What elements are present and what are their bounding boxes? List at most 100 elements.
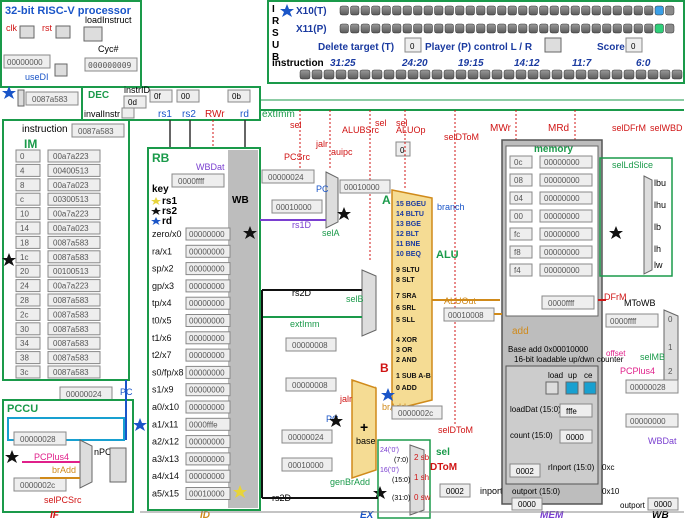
led-indicator bbox=[644, 23, 654, 34]
loaddat-input[interactable] bbox=[559, 403, 593, 418]
base-label: base bbox=[356, 436, 376, 446]
dtom-value: 0002 bbox=[446, 487, 464, 496]
wbdat2-value: 00000000 bbox=[630, 417, 666, 426]
pccu-panel bbox=[2, 399, 134, 513]
mux-sb: 2 sb bbox=[414, 453, 430, 462]
im-row-value-box bbox=[47, 322, 101, 336]
add-label: add bbox=[512, 326, 529, 337]
alu-b-label: B bbox=[380, 361, 389, 375]
memory-row-address-box bbox=[509, 173, 533, 187]
alu-op-label: 10 BEQ bbox=[396, 251, 421, 258]
register-name: a1/x11 bbox=[152, 419, 178, 429]
im-panel bbox=[2, 119, 130, 381]
dec-label: DEC bbox=[88, 90, 109, 101]
star-icon bbox=[133, 418, 147, 431]
sela-label: selA bbox=[322, 228, 340, 238]
instruction-input-value: 0087a583 bbox=[32, 95, 68, 104]
pc-ex-value: 00000024 bbox=[268, 173, 304, 182]
clk-button[interactable] bbox=[19, 25, 35, 39]
memory-row-value: 00000000 bbox=[544, 158, 580, 167]
dec-value-2: 00 bbox=[181, 92, 190, 101]
io-instruction-label: instruction bbox=[272, 58, 324, 69]
register-name: gp/x3 bbox=[152, 281, 174, 291]
counter-load-button[interactable] bbox=[545, 381, 559, 395]
rinport-label: rInport (15:0) bbox=[548, 463, 595, 472]
use-di-label: useDI bbox=[25, 72, 49, 82]
register-name: zero/x0 bbox=[152, 229, 182, 239]
register-value-box bbox=[185, 435, 231, 449]
im-row-value-box bbox=[47, 250, 101, 264]
count-label: count (15:0) bbox=[510, 431, 553, 440]
star-icon bbox=[151, 217, 161, 225]
im-row-address-box bbox=[15, 365, 41, 379]
led-indicator bbox=[497, 23, 507, 34]
im-row-value-box bbox=[47, 293, 101, 307]
register-name: t0/x5 bbox=[152, 316, 172, 326]
instr-id-value: 0d bbox=[128, 98, 137, 107]
led-indicator bbox=[419, 69, 431, 80]
counter-up-button[interactable] bbox=[565, 381, 579, 395]
alu-op-label: 1 SUB A-B bbox=[396, 373, 431, 380]
dtom-label: DToM bbox=[430, 462, 457, 473]
register-value: 00000000 bbox=[189, 351, 225, 360]
counter-ce-label: ce bbox=[584, 371, 593, 380]
im-row-value-box bbox=[47, 235, 101, 249]
bradd-label: brAdd bbox=[52, 465, 76, 475]
counter-load-label: load bbox=[548, 371, 563, 380]
im-row-address-box bbox=[15, 163, 41, 177]
load-instruct-button[interactable] bbox=[83, 26, 103, 42]
inport-label: inport bbox=[480, 486, 503, 496]
led-indicator bbox=[347, 69, 359, 80]
im-row-address: 24 bbox=[20, 282, 29, 291]
sel-label-3: sel bbox=[396, 118, 408, 128]
im-row-value-box bbox=[47, 336, 101, 350]
led-row-instruction bbox=[299, 69, 683, 80]
use-di-toggle[interactable] bbox=[54, 63, 68, 77]
mux-sw: 0 sw bbox=[414, 493, 431, 502]
page-title: 32-bit RISC-V processor bbox=[5, 5, 132, 17]
memory-row-value-box bbox=[539, 191, 593, 205]
memory-row-value-box bbox=[539, 245, 593, 259]
alubsrc-label: ALUBSrc bbox=[342, 125, 380, 135]
rs1d-display bbox=[271, 199, 323, 214]
register-value-box bbox=[185, 469, 231, 483]
led-indicator bbox=[549, 5, 559, 16]
counter-ce-button[interactable] bbox=[583, 381, 597, 395]
led-indicator bbox=[392, 23, 402, 34]
led-indicator bbox=[392, 5, 402, 16]
led-indicator bbox=[518, 23, 528, 34]
inval-instr-label: invalInstr bbox=[84, 109, 120, 119]
memory-row-address-box bbox=[509, 263, 533, 277]
im-row-value: 00a7a223 bbox=[53, 282, 89, 291]
cyc-display bbox=[84, 57, 138, 72]
loaddat-value: fffe bbox=[566, 407, 577, 416]
pc-label-2: PC bbox=[316, 184, 329, 194]
im-row-value: 00a7a223 bbox=[53, 152, 89, 161]
register-value: 00000000 bbox=[189, 403, 225, 412]
pcplus4-2-value: 00000028 bbox=[630, 383, 666, 392]
led-indicator bbox=[551, 69, 563, 80]
player-left-button[interactable] bbox=[544, 37, 562, 53]
led-indicator bbox=[371, 23, 381, 34]
npc-label: nPC bbox=[94, 447, 112, 457]
sela-out-display bbox=[339, 179, 391, 194]
delete-target-input[interactable] bbox=[404, 37, 422, 53]
im-row-address-box bbox=[15, 221, 41, 235]
im-row-address-box bbox=[15, 336, 41, 350]
led-indicator bbox=[623, 23, 633, 34]
led-indicator bbox=[654, 23, 664, 34]
led-indicator bbox=[350, 23, 360, 34]
key-label: key bbox=[152, 184, 169, 195]
io-panel bbox=[267, 0, 685, 84]
led-row-x11 bbox=[339, 23, 675, 34]
count-display bbox=[559, 429, 593, 444]
register-value: 00000000 bbox=[189, 230, 225, 239]
led-indicator bbox=[602, 23, 612, 34]
rst-button[interactable] bbox=[55, 25, 71, 39]
ld-lhu: lhu bbox=[654, 200, 666, 210]
led-indicator bbox=[455, 5, 465, 16]
pcplus4-label: PCPlus4 bbox=[34, 452, 69, 462]
alu-op-label: 5 SLL bbox=[396, 317, 416, 324]
mux-in-24: 24('0') bbox=[380, 447, 399, 454]
register-name: s1/x9 bbox=[152, 385, 174, 395]
